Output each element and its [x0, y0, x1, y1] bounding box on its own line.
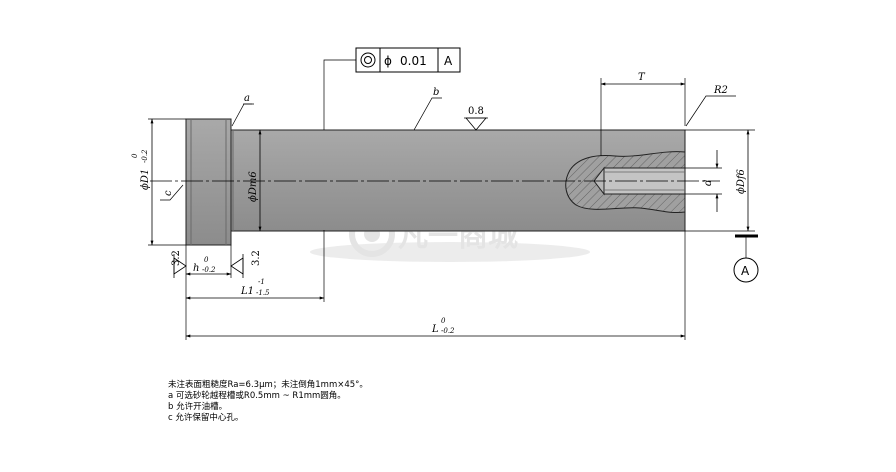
dim-h-tol-upper: 0	[204, 256, 209, 264]
dim-D1-tol-upper: 0	[131, 153, 139, 158]
dim-h: h	[193, 263, 199, 274]
dim-L1-tol-upper: -1	[258, 278, 265, 286]
fcf-phi: ϕ	[384, 54, 392, 68]
dim-L1-tol-lower: -1.5	[256, 289, 270, 297]
dim-L-tol-lower: -0.2	[441, 327, 455, 335]
roughness-right-value: 3.2	[251, 250, 262, 266]
dim-D1-tol-lower: -0.2	[141, 149, 149, 163]
dim-Df: ϕDf6	[736, 168, 747, 194]
dimension-lines	[150, 82, 750, 338]
dim-R2: R2	[713, 85, 728, 96]
extension-lines	[148, 78, 755, 340]
fcf-tolerance: 0.01	[400, 54, 427, 68]
dim-d: d	[703, 180, 714, 186]
watermark: 凡一商城	[310, 211, 590, 262]
roughness-top-value: 0.8	[468, 106, 484, 117]
dim-L1: L1	[240, 286, 254, 297]
roughness-left: 3.2	[171, 250, 187, 278]
datum-label: A	[741, 264, 750, 278]
concentricity-icon	[360, 52, 376, 68]
shaft-body	[230, 129, 686, 232]
dim-L: L	[431, 324, 439, 335]
dim-D1: ϕD1	[140, 169, 151, 190]
dim-h-tol-lower: -0.2	[202, 266, 216, 274]
dim-L-tol-upper: 0	[441, 317, 446, 325]
roughness-right: 3.2	[230, 250, 262, 278]
callout-a: a	[244, 93, 250, 104]
note-line: 未注表面粗糙度Ra=6.3μm；未注倒角1mm×45°。	[168, 380, 368, 390]
note-line: c 允许保留中心孔。	[168, 413, 244, 423]
callout-c: c	[163, 190, 174, 196]
datum-symbol: A	[733, 257, 759, 283]
callout-b: b	[433, 87, 439, 98]
roughness-top: 0.8	[464, 106, 488, 131]
notes: 未注表面粗糙度Ra=6.3μm；未注倒角1mm×45°。 a 可选砂轮越程槽或R…	[168, 380, 368, 424]
fcf-datum: A	[444, 54, 453, 68]
note-line: a 可选砂轮越程槽或R0.5mm ~ R1mm圆角。	[168, 391, 346, 401]
feature-control-frame: ϕ 0.01 A	[355, 47, 461, 73]
shaft-head	[185, 118, 232, 246]
note-line: b 允许开油槽。	[168, 402, 228, 412]
dim-T: T	[638, 72, 646, 83]
roughness-left-value: 3.2	[171, 250, 182, 266]
dim-Dm: ϕDm6	[248, 171, 259, 202]
